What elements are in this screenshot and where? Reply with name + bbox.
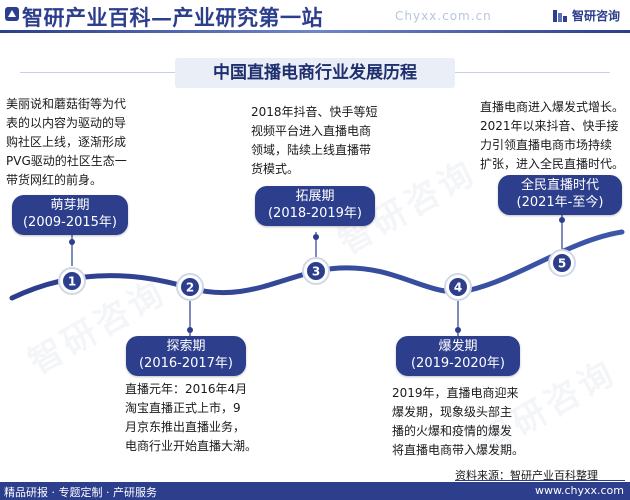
node-number-5: 5: [558, 257, 566, 271]
stage-1-desc-line: 表的以内容为驱动的导: [6, 116, 127, 130]
stage-5-desc-line: 扩张，进入全民直播时代。: [480, 157, 625, 171]
stage-4-desc-line: 2019年，直播电商迎来: [392, 386, 519, 400]
stage-2-description: 直播元年：2016年4月 淘宝直播正式上市，9 月京东推出直播业务， 电商行业开…: [125, 380, 285, 456]
stage-2-desc-line: 淘宝直播正式上市，9: [125, 401, 241, 415]
node-number-2: 2: [186, 281, 194, 295]
stage-4-pill: 爆发期 (2019-2020年): [396, 336, 520, 376]
stage-1-desc-line: PVG驱动的社区生态一: [6, 154, 127, 168]
footer: 精品研报 · 专题定制 · 产研服务 www.chyxx.com: [0, 482, 630, 500]
header-divider: [0, 30, 630, 33]
stage-1-name: 萌芽期: [50, 198, 90, 213]
brand: 智研咨询: [552, 7, 620, 24]
stage-3-name: 拓展期: [295, 189, 335, 204]
node-number-3: 3: [312, 265, 320, 279]
brand-name: 智研咨询: [572, 9, 621, 23]
footer-url: www.chyxx.com: [534, 484, 624, 497]
stage-4-desc-line: 播的火爆和疫情的爆发: [392, 424, 513, 438]
stage-2-years: (2016-2017年): [138, 356, 233, 371]
stage-3-desc-line: 2018年抖音、快手等短: [251, 105, 378, 119]
stage-5-name: 全民直播时代: [520, 178, 599, 193]
connector-dot-5: [559, 217, 565, 223]
stage-1-desc-line: 带货网红的前身。: [6, 173, 103, 187]
stage-3-description: 2018年抖音、快手等短 视频平台进入直播电商 领域，陆续上线直播带 货模式。: [251, 103, 391, 179]
stage-1-description: 美丽说和蘑菇街等为代 表的以内容为驱动的导 购社区上线，逐渐形成 PVG驱动的社…: [6, 95, 176, 190]
stage-3-years: (2018-2019年): [267, 206, 362, 221]
stage-4-desc-line: 将直播电商带入爆发期。: [392, 443, 525, 457]
stage-1-pill: 萌芽期 (2009-2015年): [12, 195, 128, 235]
diagram-title: 中国直播电商行业发展历程: [213, 63, 417, 83]
source-rule: [455, 480, 625, 481]
wave-line: [9, 229, 625, 301]
title-rule-left: [20, 72, 175, 73]
stage-5-desc-line: 2021年以来抖音、快手接: [480, 119, 619, 133]
stage-4-years: (2019-2020年): [410, 356, 505, 371]
brand-logo-icon: [553, 9, 567, 22]
stage-5-description: 直播电商进入爆发式增长。 2021年以来抖音、快手接 力引领直播电商市场持续 扩…: [480, 98, 628, 174]
node-1: 1: [58, 267, 86, 295]
stage-5-years: (2021年-至今): [516, 195, 604, 210]
source-note: 资料来源：智研产业百科整理: [455, 469, 598, 482]
stage-2-pill: 探索期 (2016-2017年): [126, 336, 246, 376]
title-banner: 中国直播电商行业发展历程: [175, 58, 455, 88]
stage-1-desc-line: 购社区上线，逐渐形成: [6, 135, 127, 149]
connector-dot-2: [187, 327, 193, 333]
connector-dot-3: [313, 234, 319, 240]
stage-1-desc-line: 美丽说和蘑菇街等为代: [6, 97, 127, 111]
node-2: 2: [176, 273, 204, 301]
stage-1-years: (2009-2015年): [22, 215, 117, 230]
stage-3-desc-line: 视频平台进入直播电商: [251, 124, 372, 138]
stage-5-desc-line: 力引领直播电商市场持续: [480, 138, 613, 152]
connector-dot-1: [69, 239, 75, 245]
footer-services: 精品研报 · 专题定制 · 产研服务: [4, 486, 157, 499]
stage-3-desc-line: 领域，陆续上线直播带: [251, 143, 372, 157]
node-number-4: 4: [454, 281, 462, 295]
stage-3-desc-line: 货模式。: [251, 162, 300, 176]
title-rule-right: [455, 72, 610, 73]
header-title: 智研产业百科—产业研究第一站: [22, 5, 323, 30]
stage-4-description: 2019年，直播电商迎来 爆发期，现象级头部主 播的火爆和疫情的爆发 将直播电商…: [392, 384, 552, 460]
node-4: 4: [444, 273, 472, 301]
stage-4-name: 爆发期: [438, 339, 478, 354]
node-number-1: 1: [68, 275, 76, 289]
connector-dot-4: [455, 327, 461, 333]
stage-4-desc-line: 爆发期，现象级头部主: [392, 405, 513, 419]
node-5: 5: [548, 249, 576, 277]
header: 智研产业百科—产业研究第一站 Chyxx.com.cn 智研咨询: [0, 0, 630, 30]
stage-3-pill: 拓展期 (2018-2019年): [255, 186, 375, 226]
stage-2-desc-line: 电商行业开始直播大潮。: [125, 439, 258, 453]
stage-2-name: 探索期: [166, 339, 206, 354]
node-3: 3: [302, 257, 330, 285]
stage-5-desc-line: 直播电商进入爆发式增长。: [480, 100, 625, 114]
chyxx-logo-icon: [5, 7, 19, 21]
stage-5-pill: 全民直播时代 (2021年-至今): [498, 175, 622, 215]
stage-2-desc-line: 月京东推出直播业务，: [125, 420, 246, 434]
stage-2-desc-line: 直播元年：2016年4月: [125, 382, 248, 396]
header-subtitle: Chyxx.com.cn: [395, 9, 492, 23]
